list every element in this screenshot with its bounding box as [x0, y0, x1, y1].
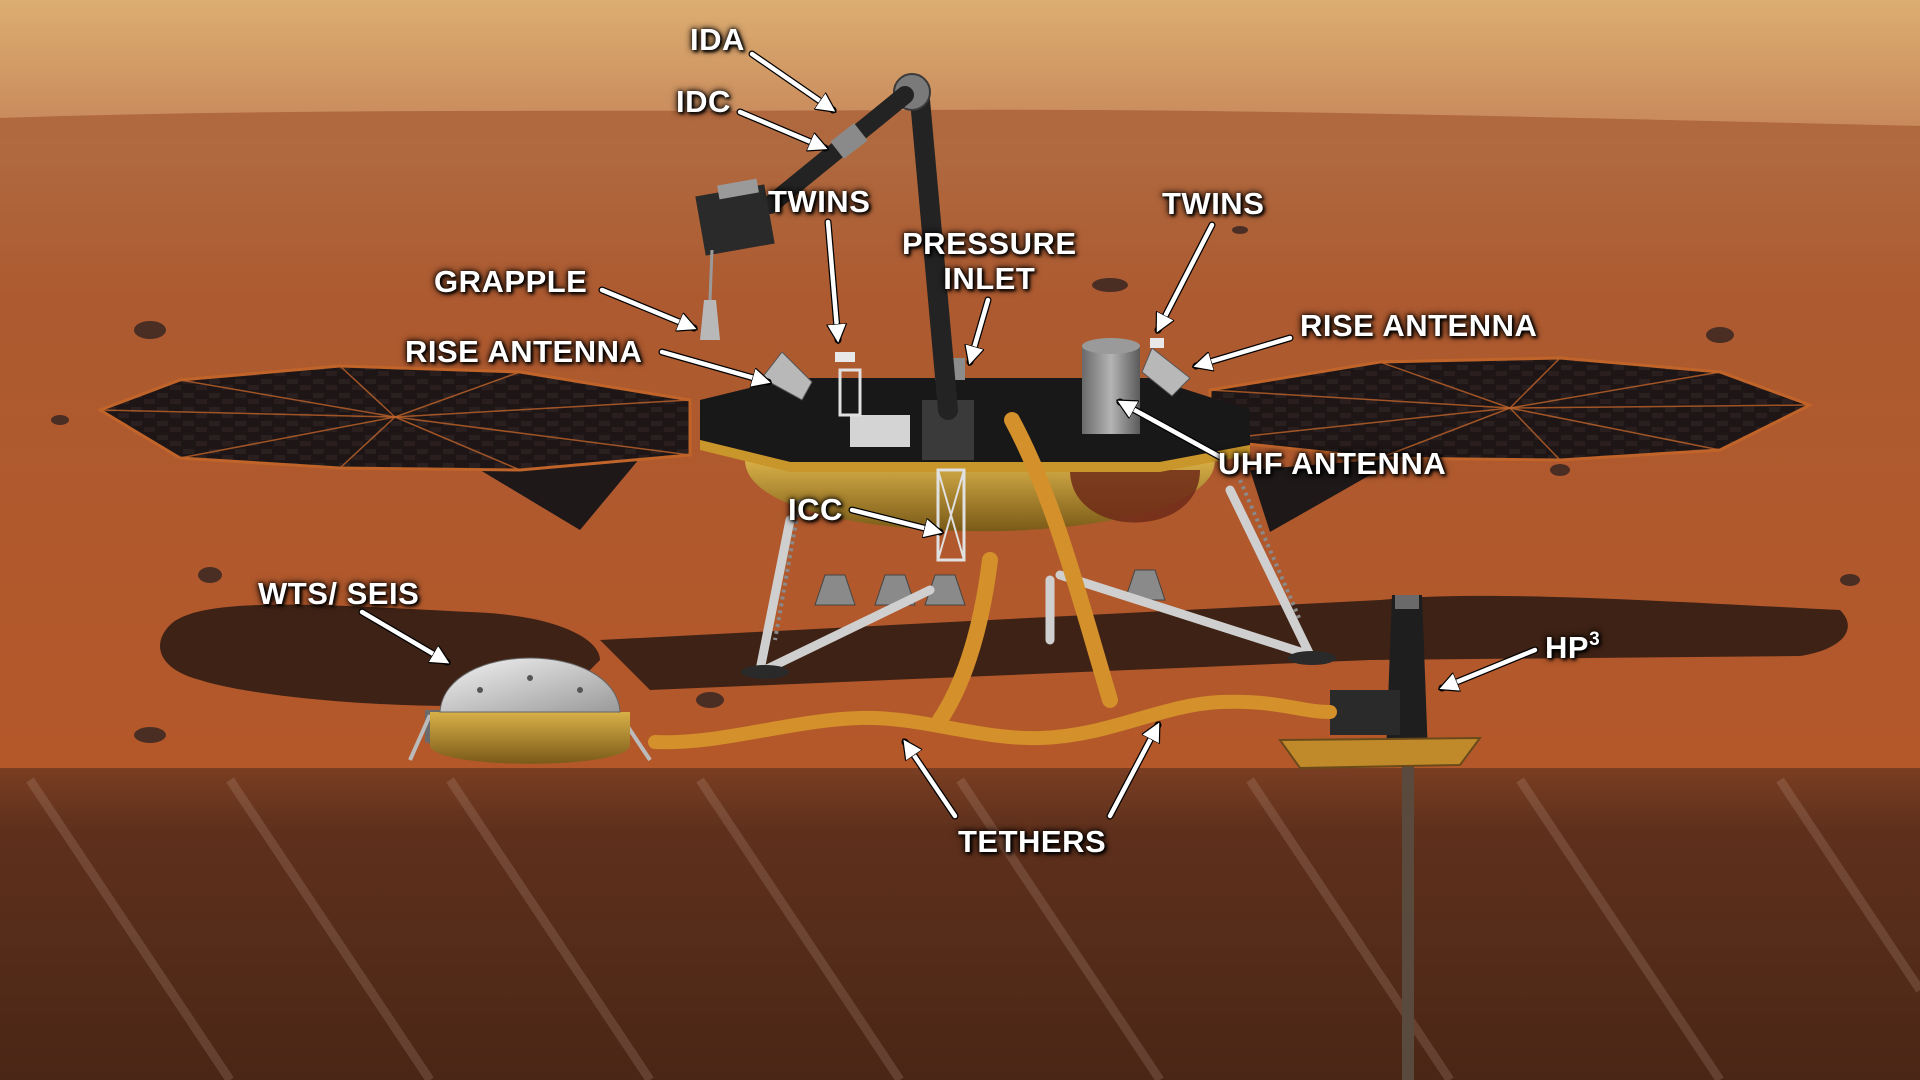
arrow-icon-grapple — [598, 286, 694, 328]
label-hp3: HP3 — [1545, 630, 1600, 663]
left-solar-panel-icon — [96, 364, 692, 530]
label-hp3-base: HP — [1545, 630, 1590, 665]
label-idc: IDC — [676, 84, 731, 119]
heat-probe-icon — [1278, 595, 1483, 1080]
label-pressure-inlet: PRESSURE INLET — [902, 228, 1077, 294]
subsurface-cutaway — [0, 768, 1920, 1080]
label-hp3-superscript: 3 — [1589, 629, 1601, 650]
rocks — [51, 226, 1860, 743]
arrow-icon-rise-left — [658, 348, 768, 382]
landing-legs — [755, 485, 1315, 675]
rise-antenna-right-icon — [1141, 347, 1191, 397]
seismometer-dome-icon — [408, 657, 652, 764]
annotation-arrows — [358, 50, 1539, 820]
subsurface-striations — [26, 777, 1920, 1080]
arrow-icon-icc — [848, 506, 940, 532]
label-wts-seis: WTS/ SEIS — [258, 576, 420, 611]
robotic-arm-icon — [695, 73, 958, 420]
label-rise-antenna-left: RISE ANTENNA — [405, 334, 643, 369]
grapple-icon — [700, 300, 720, 340]
arrow-icon-ida — [748, 50, 833, 114]
right-solar-panel-icon — [1208, 356, 1814, 532]
label-pressure-line1: PRESSURE — [902, 226, 1077, 261]
label-twins-right: TWINS — [1162, 186, 1265, 221]
arrow-icon-wts-seis — [358, 608, 447, 666]
label-twins-left: TWINS — [768, 184, 871, 219]
sky — [0, 0, 1920, 130]
arrow-icon-tethers-right — [1106, 725, 1162, 820]
arrow-icon-tethers-left — [901, 742, 959, 820]
arrow-icon-idc — [736, 108, 825, 148]
arrow-icon-rise-right — [1196, 334, 1294, 366]
arrow-icon-pressure — [970, 296, 992, 362]
label-rise-antenna-right: RISE ANTENNA — [1300, 308, 1538, 343]
label-uhf-antenna: UHF ANTENNA — [1218, 446, 1447, 481]
tether-icon — [648, 412, 1337, 750]
arrow-icon-hp3 — [1442, 646, 1539, 688]
arrow-icon-twins-right — [1154, 221, 1216, 330]
arrow-icon-uhf — [1120, 398, 1226, 462]
arrow-icon-twins-left — [824, 218, 838, 340]
uhf-antenna-icon — [1082, 346, 1140, 434]
label-icc: ICC — [788, 492, 843, 527]
label-grapple: GRAPPLE — [434, 264, 588, 299]
label-pressure-line2: INLET — [943, 261, 1036, 296]
label-ida: IDA — [690, 22, 745, 57]
label-tethers: TETHERS — [958, 824, 1107, 859]
